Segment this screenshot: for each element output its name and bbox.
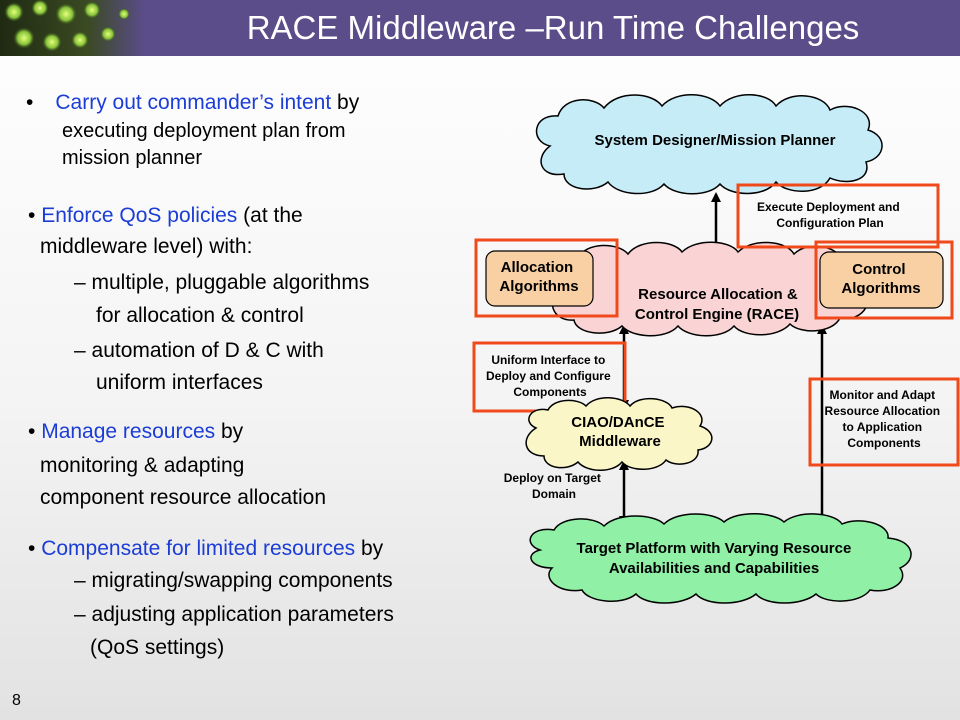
- bullet-4-sub-2: – adjusting application parameters: [74, 603, 394, 626]
- race-engine-cloud: Resource Allocation & Control Engine (RA…: [551, 241, 870, 337]
- target-platform-label: Target Platform with Varying Resource Av…: [577, 540, 856, 577]
- bullet-4-sub-1: – migrating/swapping components: [74, 569, 393, 592]
- bullet-marker: •: [28, 537, 36, 560]
- race-engine-label: Resource Allocation & Control Engine (RA…: [635, 286, 802, 323]
- bullet-3: • Manage resources by: [28, 417, 243, 447]
- execute-plan-label: Execute Deployment and Configuration Pla…: [757, 200, 903, 230]
- bullet-1-text: by: [331, 91, 360, 114]
- control-algorithms-highlight: [814, 240, 954, 320]
- bullet-2-sub-1: – multiple, pluggable algorithms: [74, 271, 370, 294]
- bullet-2-highlight: Enforce QoS policies: [41, 204, 238, 227]
- bullet-3-highlight: Manage resources: [41, 420, 216, 443]
- architecture-diagram: System Designer/Mission Planner Resource…: [472, 94, 960, 604]
- ciao-dance-label: CIAO/DAnCE Middleware: [571, 414, 669, 450]
- allocation-algorithms-label: Allocation Algorithms: [499, 259, 578, 295]
- system-designer-label: System Designer/Mission Planner: [595, 132, 836, 149]
- control-algorithms-label: Control Algorithms: [841, 261, 920, 297]
- target-platform-cloud: Target Platform with Varying Resource Av…: [529, 513, 912, 604]
- bullet-2-sub-2-cont: uniform interfaces: [96, 371, 263, 394]
- bullet-marker: •: [28, 204, 36, 227]
- allocation-algorithms-box: Allocation Algorithms: [474, 238, 619, 318]
- bullet-1: • Carry out commander’s intent by: [26, 88, 359, 118]
- bullet-3-line-3: component resource allocation: [40, 486, 327, 509]
- bullet-2-sub-1-cont: for allocation & control: [96, 304, 304, 327]
- monitor-adapt-callout: Monitor and Adapt Resource Allocation to…: [808, 377, 960, 467]
- bullet-1-highlight: Carry out commander’s intent: [55, 91, 332, 114]
- title-bar: RACE Middleware –Run Time Challenges: [0, 0, 960, 56]
- bullet-1-line-3: mission planner: [62, 147, 203, 169]
- monitor-adapt-label: Monitor and Adapt Resource Allocation to…: [825, 388, 944, 450]
- bullet-3-line-2: monitoring & adapting: [40, 454, 245, 477]
- allocation-algorithms-highlight: [474, 238, 619, 318]
- bullet-4-sub-2-cont: (QoS settings): [90, 636, 225, 659]
- control-algorithms-box: Control Algorithms: [814, 240, 954, 320]
- bullet-3-text: by: [215, 420, 244, 443]
- bullet-4-text: by: [355, 537, 384, 560]
- bullet-2-sub-2: – automation of D & C with: [74, 339, 324, 362]
- bullet-2-line-2: middleware level) with:: [40, 235, 253, 258]
- bullet-marker: •: [28, 420, 36, 443]
- header-photo: [0, 0, 145, 56]
- bullet-4: • Compensate for limited resources by: [28, 534, 383, 564]
- bullet-1-line-2: executing deployment plan from: [62, 120, 346, 142]
- page-number: 8: [12, 692, 21, 709]
- bullet-2: • Enforce QoS policies (at the: [28, 201, 303, 231]
- slide-title: RACE Middleware –Run Time Challenges: [246, 9, 860, 46]
- bullet-2-text: (at the: [237, 204, 303, 227]
- bullet-4-highlight: Compensate for limited resources: [41, 537, 356, 560]
- uniform-interface-label: Uniform Interface to Deploy and Configur…: [486, 353, 614, 399]
- system-designer-cloud: System Designer/Mission Planner: [535, 94, 883, 195]
- execute-plan-callout: Execute Deployment and Configuration Pla…: [736, 183, 940, 249]
- bullet-marker: •: [26, 91, 34, 114]
- ciao-dance-cloud: CIAO/DAnCE Middleware: [525, 397, 713, 471]
- deploy-target-label: Deploy on Target Domain: [504, 471, 604, 501]
